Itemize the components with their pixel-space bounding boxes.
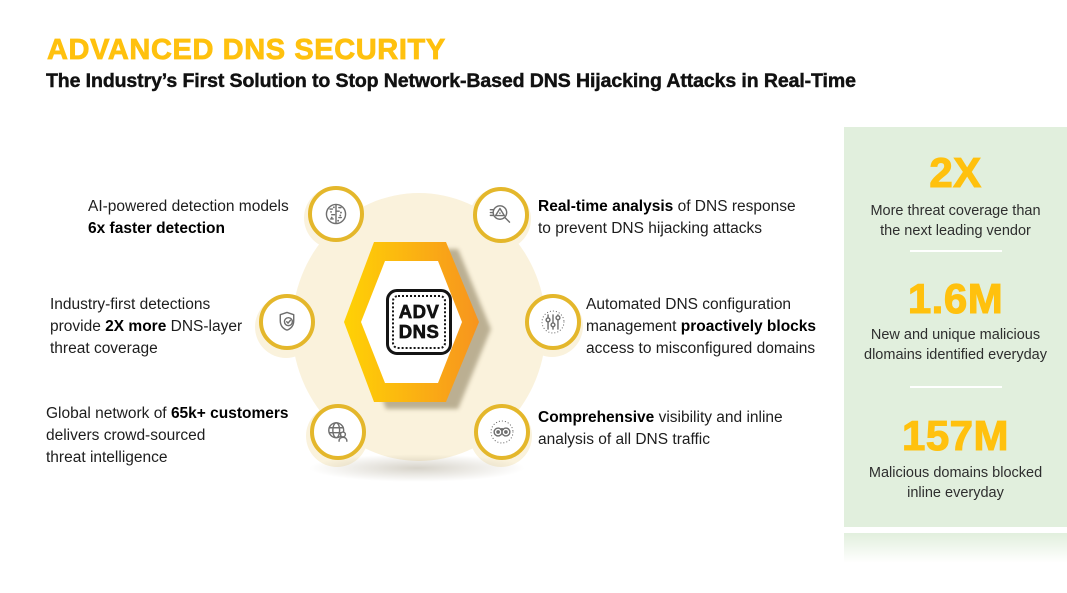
node-ai-detection [308, 186, 364, 242]
node-automated-config [525, 294, 581, 350]
shield-check-icon [279, 311, 295, 331]
node-realtime-analysis [473, 187, 529, 243]
stats-divider [910, 250, 1002, 252]
page-title: ADVANCED DNS SECURITY [47, 34, 446, 67]
chip-label-line2: DNS [398, 321, 440, 342]
stat-caption-2x: More threat coverage than the next leadi… [870, 203, 1041, 239]
node-global-network [310, 404, 366, 460]
magnifier-alert-icon [489, 205, 511, 223]
stat-value-2x: 2X [929, 149, 982, 196]
sliders-icon [541, 310, 565, 334]
stats-panel-fade [844, 533, 1067, 563]
stat-value-1-6m: 1.6M [907, 275, 1004, 322]
page-subtitle: The Industry’s First Solution to Stop Ne… [46, 70, 856, 92]
node-industry-first [259, 294, 315, 350]
node-comprehensive-visibility [474, 404, 530, 460]
stats-panel [844, 127, 1067, 527]
binoculars-icon [490, 420, 514, 444]
ai-brain-icon [325, 203, 347, 225]
stat-caption-157m: Malicious domains blocked inline everyda… [868, 465, 1043, 501]
stats-divider [910, 386, 1002, 388]
globe-user-icon [328, 422, 348, 442]
stat-caption-1-6m: New and unique malicious dlomains identi… [864, 327, 1047, 363]
stat-value-157m: 157M [901, 412, 1010, 459]
adv-dns-chip: ADV DNS [386, 289, 452, 355]
chip-label-line1: ADV [398, 301, 440, 322]
adv-dns-chip-border: ADV DNS [392, 295, 446, 349]
